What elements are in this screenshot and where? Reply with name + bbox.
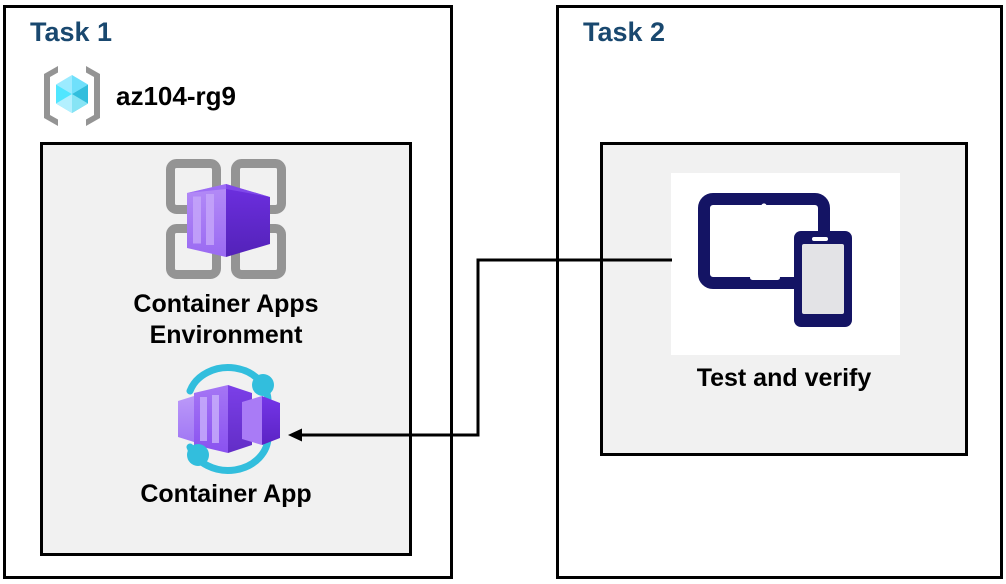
label-line-2: Environment [149,321,303,349]
label-line-1: Container Apps [133,290,319,318]
devices-icon-background [671,173,900,355]
task-2-content-box: Test and verify [600,142,968,456]
devices-test-icon [696,187,876,342]
container-apps-environment-icon [43,153,409,285]
container-app-icon [43,363,409,475]
devices-test-label: Test and verify [696,364,872,392]
azure-resource-group-icon [36,60,108,132]
task-2-heading: Task 2 [583,17,666,47]
task-1-content-box: Container Apps Environment [40,142,412,556]
container-app-item: Container App [43,363,409,510]
container-apps-environment-label: Container Apps Environment [43,289,409,351]
resource-group-label: az104-rg9 [116,80,236,111]
container-app-label: Container App [43,479,409,510]
resource-group-row: az104-rg9 [36,60,236,132]
container-apps-environment-item: Container Apps Environment [43,153,409,351]
label-line-1: Container App [140,480,312,508]
task-1-heading: Task 1 [30,17,113,47]
